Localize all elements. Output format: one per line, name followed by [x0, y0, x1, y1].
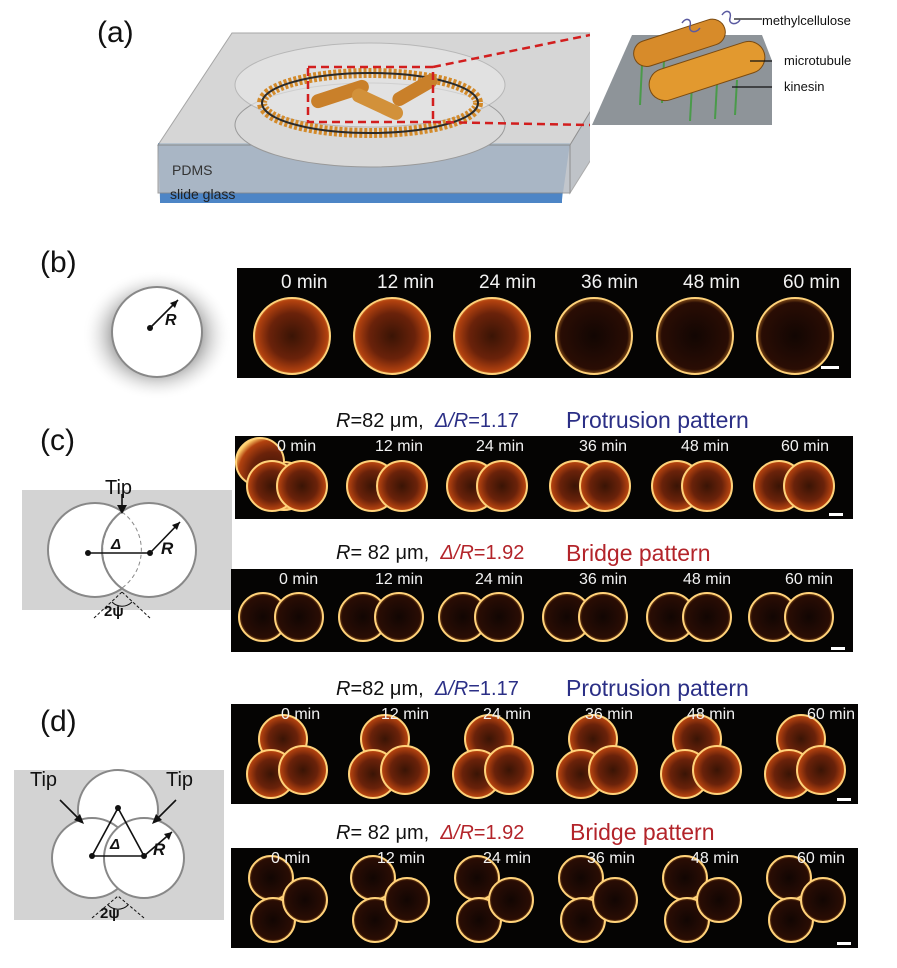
- time-label: 12 min: [381, 706, 430, 723]
- time-label: 12 min: [375, 571, 424, 588]
- microtubule-callout: microtubule: [784, 53, 852, 68]
- frame-b-5: [756, 297, 834, 375]
- scale-bar: [837, 942, 851, 945]
- frame-b-4: [656, 297, 734, 375]
- time-label: 36 min: [581, 272, 639, 293]
- time-label: 60 min: [785, 571, 834, 588]
- circle-well-diagram: [82, 270, 232, 400]
- kinesin-callout: kinesin: [784, 79, 825, 94]
- frame-b-2: [453, 297, 531, 375]
- time-label: 36 min: [587, 850, 636, 867]
- time-label: 12 min: [375, 438, 424, 455]
- scale-bar: [829, 513, 843, 516]
- panel-label-a: (a): [97, 16, 134, 49]
- radius-symbol-c: R: [161, 539, 174, 558]
- panel-label-b: (b): [40, 246, 77, 279]
- pattern-label-c-row1: Protrusion pattern: [566, 407, 749, 433]
- pattern-label-d-row2: Bridge pattern: [570, 819, 715, 845]
- panel-label-d: (d): [40, 705, 77, 738]
- delta-symbol-c: Δ: [111, 536, 122, 553]
- time-label: 48 min: [681, 438, 730, 455]
- time-label: 24 min: [475, 571, 524, 588]
- time-series-c-row1: 0 min 12 min 24 min 36 min 48 min 60 min: [235, 436, 853, 519]
- time-series-c-row2: 0 min 12 min 24 min 36 min 48 min 60 min: [231, 569, 853, 652]
- time-label: 24 min: [479, 272, 537, 293]
- time-label: 36 min: [585, 706, 634, 723]
- frame-b-3: [555, 297, 633, 375]
- condition-d-row2: R= 82 μm, Δ/R=1.92: [336, 822, 525, 844]
- scale-bar: [831, 647, 845, 650]
- pattern-label-c-row2: Bridge pattern: [566, 540, 711, 566]
- methylcellulose-callout: methylcellulose: [762, 13, 851, 28]
- slide-glass-label: slide glass: [170, 186, 236, 202]
- time-series-b: 0 min 12 min 24 min 36 min 48 min 60 min: [237, 268, 851, 378]
- time-label: 60 min: [783, 272, 841, 293]
- condition-d-row1: R=82 μm, Δ/R=1.17: [336, 678, 519, 700]
- pdms-label: PDMS: [172, 162, 213, 178]
- angle-symbol-c: 2ψ: [104, 603, 124, 620]
- triple-circle-diagram: [14, 769, 224, 920]
- tip-label-c: Tip: [105, 477, 133, 499]
- radius-symbol-d: R: [153, 840, 166, 859]
- time-series-d-row2: 0 min 12 min 24 min 36 min 48 min 60 min: [231, 848, 858, 948]
- time-label: 0 min: [281, 272, 328, 293]
- condition-c-row1: R=82 μm, Δ/R=1.17: [336, 410, 519, 432]
- time-label: 60 min: [797, 850, 846, 867]
- time-label: 0 min: [271, 850, 311, 867]
- time-label: 60 min: [807, 706, 856, 723]
- time-label: 60 min: [781, 438, 830, 455]
- delta-symbol-d: Δ: [110, 836, 121, 853]
- time-label: 12 min: [377, 850, 426, 867]
- time-label: 48 min: [687, 706, 736, 723]
- time-label: 48 min: [683, 571, 732, 588]
- double-circle-diagram: [22, 490, 232, 619]
- time-label: 24 min: [483, 706, 532, 723]
- zoom-inset: [592, 10, 772, 125]
- frame-b-0: [253, 297, 331, 375]
- time-label: 24 min: [483, 850, 532, 867]
- time-label: 0 min: [279, 571, 319, 588]
- time-label: 48 min: [683, 272, 741, 293]
- scale-bar: [837, 798, 851, 801]
- radius-symbol-b: R: [165, 312, 177, 329]
- tip-label-d-left: Tip: [30, 769, 58, 791]
- time-label: 12 min: [377, 272, 435, 293]
- frame-b-1: [353, 297, 431, 375]
- time-label: 36 min: [579, 571, 628, 588]
- time-series-d-row1: 0 min 12 min 24 min 36 min 48 min 60 min: [231, 704, 858, 804]
- tip-label-d-right: Tip: [166, 769, 194, 791]
- scale-bar: [821, 366, 839, 369]
- time-label: 0 min: [281, 706, 321, 723]
- time-label: 0 min: [277, 438, 317, 455]
- time-label: 24 min: [476, 438, 525, 455]
- time-label: 48 min: [691, 850, 740, 867]
- device-schematic: [157, 32, 590, 203]
- pattern-label-d-row1: Protrusion pattern: [566, 675, 749, 701]
- angle-symbol-d: 2ψ: [100, 905, 120, 922]
- condition-c-row2: R= 82 μm, Δ/R=1.92: [336, 542, 525, 564]
- panel-label-c: (c): [40, 424, 75, 457]
- time-label: 36 min: [579, 438, 628, 455]
